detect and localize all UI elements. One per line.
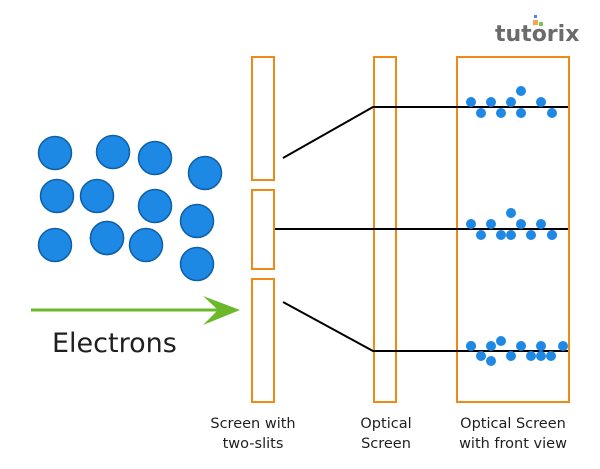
dot-lower-8	[526, 351, 536, 361]
electron-paths	[275, 106, 568, 352]
dot-lower-3	[486, 356, 496, 366]
dot-middle-2	[476, 230, 486, 240]
dot-upper-8	[536, 97, 546, 107]
electron-13	[89, 220, 125, 256]
dot-upper-5	[506, 97, 516, 107]
dot-upper-4	[496, 108, 506, 118]
screen-labels: Screen with two-slits Optical Screen Opt…	[210, 416, 567, 452]
arrow-head-icon	[203, 296, 240, 325]
slit-screen-label-line1: Screen with	[210, 416, 295, 432]
dot-upper-7	[516, 86, 526, 96]
slit-screen-bottom-segment	[251, 278, 275, 403]
interference-dots	[466, 86, 568, 366]
logo-dot-green	[539, 22, 543, 26]
path-lower	[282, 301, 568, 352]
slit-screen-middle-segment	[251, 189, 275, 270]
optical-screen-label-line1: Optical	[360, 416, 411, 432]
dot-upper-3	[486, 97, 496, 107]
dot-lower-13	[466, 341, 476, 351]
dot-middle-9	[536, 219, 546, 229]
electron-6	[79, 178, 115, 214]
dot-middle-4	[496, 230, 506, 240]
dot-middle-1	[466, 219, 476, 229]
logo-dot-orange	[533, 20, 538, 25]
dot-middle-7	[516, 219, 526, 229]
optical-screen-label-line2: Screen	[361, 436, 411, 452]
dot-upper-9	[547, 108, 557, 118]
dot-lower-12	[558, 341, 568, 351]
dot-middle-5	[506, 230, 516, 240]
dot-middle-8	[526, 230, 536, 240]
dot-lower-11	[546, 351, 556, 361]
electrons-label: Electrons	[52, 328, 177, 359]
dot-lower-9	[536, 351, 546, 361]
slit-screen-top-segment	[251, 56, 275, 181]
dot-lower-6	[506, 351, 516, 361]
electron-cluster	[37, 134, 223, 282]
tutorix-logo: tutorix	[495, 15, 579, 47]
dot-middle-6	[506, 208, 516, 218]
front-view-label-line1: Optical Screen	[460, 416, 566, 432]
electron-3	[137, 140, 173, 176]
path-upper	[282, 106, 568, 159]
dot-lower-5	[496, 336, 506, 346]
dot-lower-2	[476, 351, 486, 361]
electron-9	[37, 227, 73, 263]
electron-7	[137, 188, 173, 224]
dot-lower-4	[486, 341, 496, 351]
dot-upper-2	[476, 108, 486, 118]
dot-upper-6	[516, 108, 526, 118]
slit-screen-label-line2: two-slits	[223, 436, 284, 452]
electron-4	[187, 155, 223, 191]
dot-middle-11	[547, 230, 557, 240]
dot-middle-3	[486, 219, 496, 229]
electron-5	[39, 178, 75, 214]
dot-lower-10	[536, 341, 546, 351]
electron-1	[37, 135, 73, 171]
dot-lower-7	[516, 341, 526, 351]
logo-dot-blue	[534, 15, 537, 18]
logo-text: tutorix	[495, 22, 579, 47]
electron-12	[179, 246, 215, 282]
dot-upper-1	[466, 97, 476, 107]
front-view-label-line2: with front view	[459, 436, 567, 452]
electron-2	[95, 134, 131, 170]
electron-8	[179, 203, 215, 239]
two-slit-screen	[251, 56, 275, 403]
electron-11	[128, 227, 164, 263]
direction-arrow	[31, 296, 240, 325]
